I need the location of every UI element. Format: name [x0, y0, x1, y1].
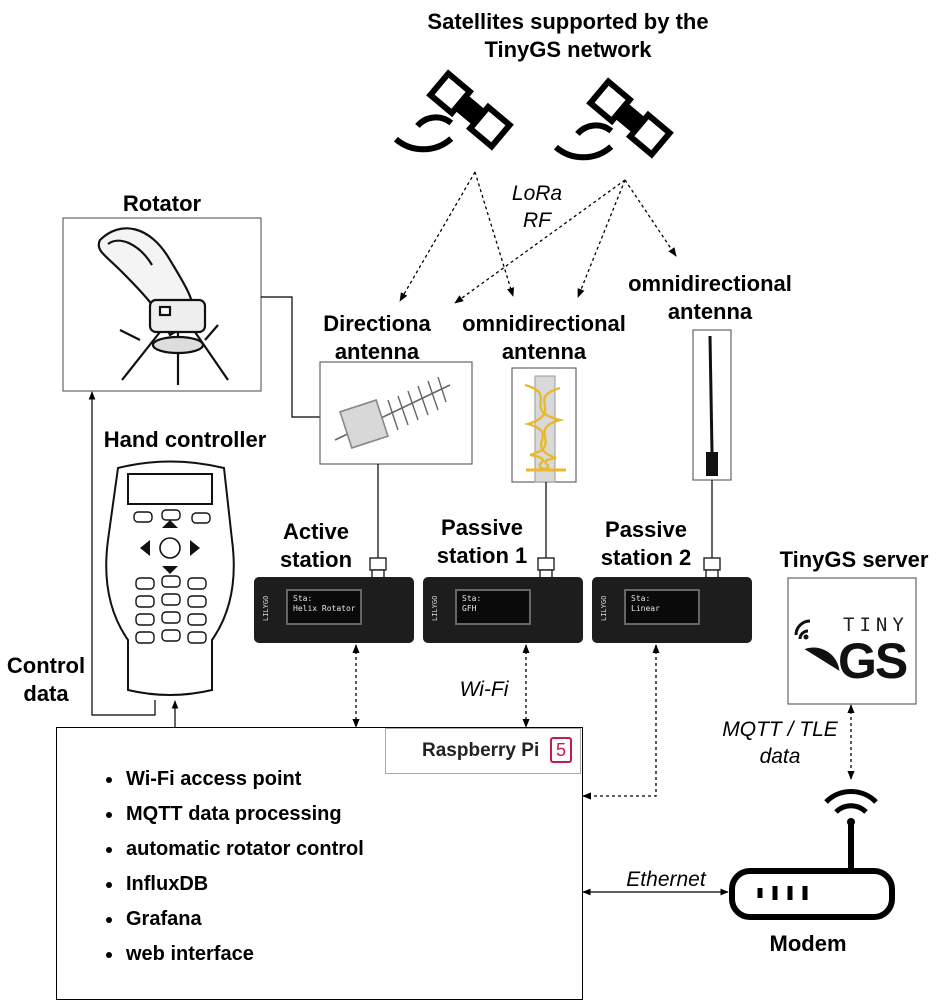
passive-station-2-label: Passive station 2	[600, 517, 692, 570]
antenna-cables	[377, 464, 713, 558]
wifi-label: Wi-Fi	[459, 678, 509, 701]
board-brand: LILYGO	[600, 595, 608, 621]
passive-station-2-board: LILYGO Sta: Linear	[592, 577, 752, 643]
helix-antenna-icon	[523, 375, 566, 483]
modem-label: Modem	[769, 931, 847, 956]
feature-item: Wi-Fi access point	[124, 762, 364, 797]
raspberry-pi-model: 5	[550, 737, 572, 763]
satellite-icon-1	[393, 69, 514, 153]
tinygs-logo-gs: GS	[838, 633, 908, 689]
control-data-label: Control data	[6, 653, 86, 706]
sma-connectors	[369, 557, 721, 579]
feature-item: automatic rotator control	[124, 832, 364, 867]
active-station-label: Active station	[279, 519, 353, 572]
hand-controller-label: Hand controller	[103, 427, 267, 452]
board-brand: LILYGO	[431, 595, 439, 621]
hand-controller-icon	[105, 460, 235, 696]
tinygs-server-label: TinyGS server	[779, 547, 929, 572]
raspberry-pi-brand: Raspberry Pi	[422, 740, 540, 761]
screen-line-2: Helix Rotator	[293, 604, 356, 613]
modem-icon	[729, 789, 895, 920]
mqtt-tle-label: MQTT / TLE data	[722, 718, 838, 768]
omni-antenna-1-label: omnidirectional antenna	[462, 311, 626, 364]
satellites-title: Satellites supported by the TinyGS netwo…	[427, 9, 709, 62]
control-data-lines	[88, 391, 179, 727]
lora-rf-label: LoRa RF	[511, 182, 563, 232]
screen-line-2: GFH	[462, 604, 477, 613]
screen-line-1: Sta:	[462, 594, 482, 603]
screen-line-1: Sta:	[631, 594, 651, 603]
screen-line-2: Linear	[631, 604, 660, 613]
board-screen: Sta: Linear	[624, 589, 700, 625]
rotator-cable	[261, 296, 320, 418]
board-screen: Sta: Helix Rotator	[286, 589, 362, 625]
ethernet-label: Ethernet	[626, 868, 706, 891]
directional-antenna-label: Directiona antenna	[323, 311, 431, 364]
tinygs-server-box	[787, 577, 917, 705]
feature-item: Grafana	[124, 902, 364, 937]
raspberry-pi-badge: Raspberry Pi 5	[385, 728, 581, 774]
board-screen: Sta: GFH	[455, 589, 531, 625]
yagi-antenna-icon	[334, 376, 451, 449]
whip-antenna-icon	[706, 335, 718, 476]
wifi-links	[352, 644, 855, 800]
active-station-board: LILYGO Sta: Helix Rotator	[254, 577, 414, 643]
screen-line-1: Sta:	[293, 594, 313, 603]
board-brand: LILYGO	[262, 595, 270, 621]
passive-station-1-board: LILYGO Sta: GFH	[423, 577, 583, 643]
rf-links	[399, 171, 677, 304]
tinygs-logo-tiny: TINY	[843, 614, 909, 636]
tinygs-dish-icon	[794, 619, 840, 671]
rotator-label: Rotator	[122, 191, 202, 216]
satellite-icon-2	[553, 77, 674, 161]
feature-item: web interface	[124, 937, 364, 972]
feature-list: Wi-Fi access point MQTT data processing …	[100, 762, 364, 972]
feature-item: InfluxDB	[124, 867, 364, 902]
omni-antenna-2-label: omnidirectional antenna	[628, 271, 792, 324]
feature-item: MQTT data processing	[124, 797, 364, 832]
rotator-icon	[97, 227, 229, 385]
passive-station-1-label: Passive station 1	[436, 515, 528, 568]
